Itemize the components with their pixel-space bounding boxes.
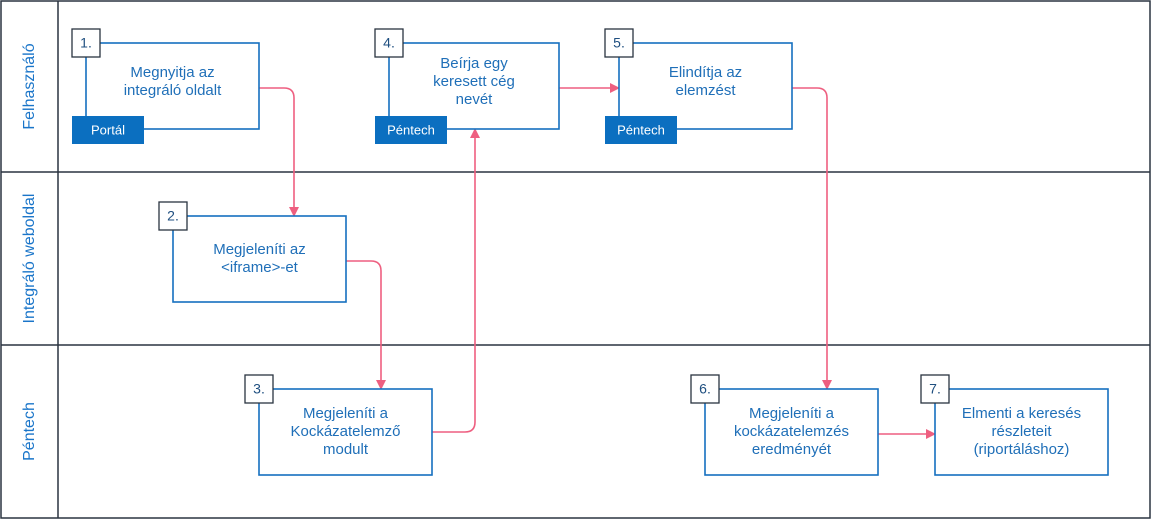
step-number: 6. — [699, 381, 711, 397]
step-number-badge — [604, 28, 634, 58]
arrow-s3-to-s4 — [432, 128, 480, 433]
step-text-line: kockázatelemzés — [734, 423, 849, 440]
step-box — [618, 42, 793, 130]
step-box — [388, 42, 560, 130]
step-text-line: <iframe>-et — [221, 259, 299, 276]
step-text-line: modult — [323, 441, 369, 458]
step-box — [258, 388, 433, 476]
step-text-line: integráló oldalt — [124, 82, 222, 99]
step-text-line: Megnyitja az — [130, 64, 214, 81]
step-number: 7. — [929, 381, 941, 397]
step-number-badge — [158, 201, 188, 231]
step-number-badge — [71, 28, 101, 58]
arrow-s2-to-s3 — [346, 260, 386, 390]
step-text-line: Megjeleníti a — [749, 405, 835, 422]
step-box — [85, 42, 260, 130]
step-text-line: keresett cég — [433, 73, 515, 90]
system-tag — [375, 116, 447, 144]
step-s7: 7. Elmenti a keresésrészleteit(riportálás… — [920, 374, 1109, 476]
step-text-line: Megjeleníti a — [303, 405, 389, 422]
step-s2: 2. Megjeleníti az<iframe>-et — [158, 201, 347, 303]
step-number-badge — [690, 374, 720, 404]
step-number: 2. — [167, 208, 179, 224]
step-text-line: eredményét — [752, 441, 832, 458]
lane-label-pentech: Péntech — [21, 402, 38, 461]
system-tag — [605, 116, 677, 144]
arrows-layer — [259, 83, 936, 439]
step-text-line: elemzést — [675, 82, 736, 99]
arrow-s5-to-s6 — [792, 87, 832, 390]
system-tag — [72, 116, 144, 144]
lane-label-integralo: Integráló weboldal — [21, 194, 38, 324]
step-number: 5. — [613, 35, 625, 51]
step-number: 1. — [80, 35, 92, 51]
step-text-line: nevét — [456, 91, 494, 108]
step-number-badge — [374, 28, 404, 58]
step-number-badge — [244, 374, 274, 404]
step-text-line: Megjeleníti az — [213, 241, 306, 258]
lane-label-felhasznalo: Felhasználó — [21, 43, 38, 129]
system-tag-label: Portál — [91, 122, 125, 137]
system-tag-label: Péntech — [617, 122, 665, 137]
arrow-s1-to-s2 — [259, 87, 299, 217]
step-text-line: Elindítja az — [669, 64, 742, 81]
step-box — [704, 388, 879, 476]
step-text-line: részleteit — [991, 423, 1052, 440]
step-number: 4. — [383, 35, 395, 51]
step-number-badge — [920, 374, 950, 404]
step-box — [934, 388, 1109, 476]
step-text-line: Kockázatelemző — [290, 423, 400, 440]
step-text-line: (riportáláshoz) — [974, 441, 1070, 458]
step-text-line: Beírja egy — [440, 55, 508, 72]
system-tag-label: Péntech — [387, 122, 435, 137]
step-text-line: Elmenti a keresés — [962, 405, 1081, 422]
step-number: 3. — [253, 381, 265, 397]
step-box — [172, 215, 347, 303]
